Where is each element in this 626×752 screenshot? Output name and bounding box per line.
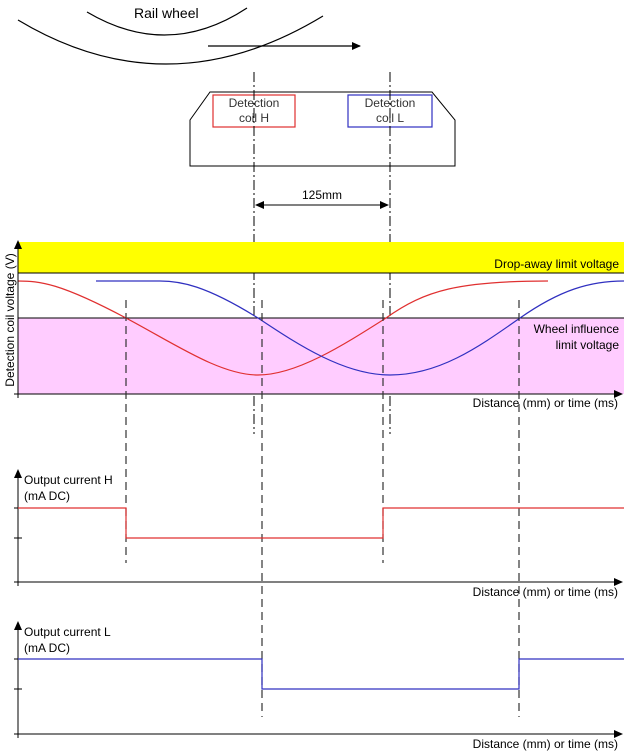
current-l-y-axis-label-line2: (mA DC) [24, 641, 70, 655]
wheel-outer-arc [17, 15, 324, 65]
output-current-h-plot: Output current H (mA DC) Distance (mm) o… [14, 469, 624, 599]
rail-wheel: Rail wheel [17, 5, 361, 65]
voltage-plot: Drop-away limit voltage Wheel influence … [3, 240, 625, 410]
coil-spacing-dimension: 125mm [255, 188, 389, 209]
current-h-signal [18, 507, 624, 539]
current-l-signal [18, 658, 624, 690]
wheel-influence-label-line2: limit voltage [556, 338, 620, 352]
rail-wheel-label: Rail wheel [134, 5, 199, 21]
spacing-label: 125mm [302, 188, 342, 202]
coil-l-voltage-curve [96, 280, 625, 376]
drop-away-limit-label: Drop-away limit voltage [494, 257, 619, 271]
sensor-housing: Detection coil H Detection coil L [189, 91, 456, 167]
current-h-x-axis-label: Distance (mm) or time (ms) [473, 585, 618, 599]
voltage-y-axis-label: Detection coil voltage (V) [3, 253, 17, 386]
drop-away-band [18, 242, 624, 273]
spacing-arrow-right [380, 201, 389, 209]
output-current-l-plot: Output current L (mA DC) Distance (mm) o… [14, 621, 624, 751]
spacing-arrow-left [255, 201, 264, 209]
wheel-inner-arc [86, 7, 248, 36]
current-l-y-axis-label-line1: Output current L [24, 625, 111, 639]
current-h-y-axis-label-line2: (mA DC) [24, 489, 70, 503]
wheel-influence-label-line1: Wheel influence [534, 322, 620, 336]
coil-h-voltage-curve [17, 280, 549, 376]
current-l-x-axis-label: Distance (mm) or time (ms) [473, 737, 618, 751]
voltage-x-axis-label: Distance (mm) or time (ms) [473, 396, 618, 410]
current-h-y-axis-label-line1: Output current H [24, 473, 113, 487]
